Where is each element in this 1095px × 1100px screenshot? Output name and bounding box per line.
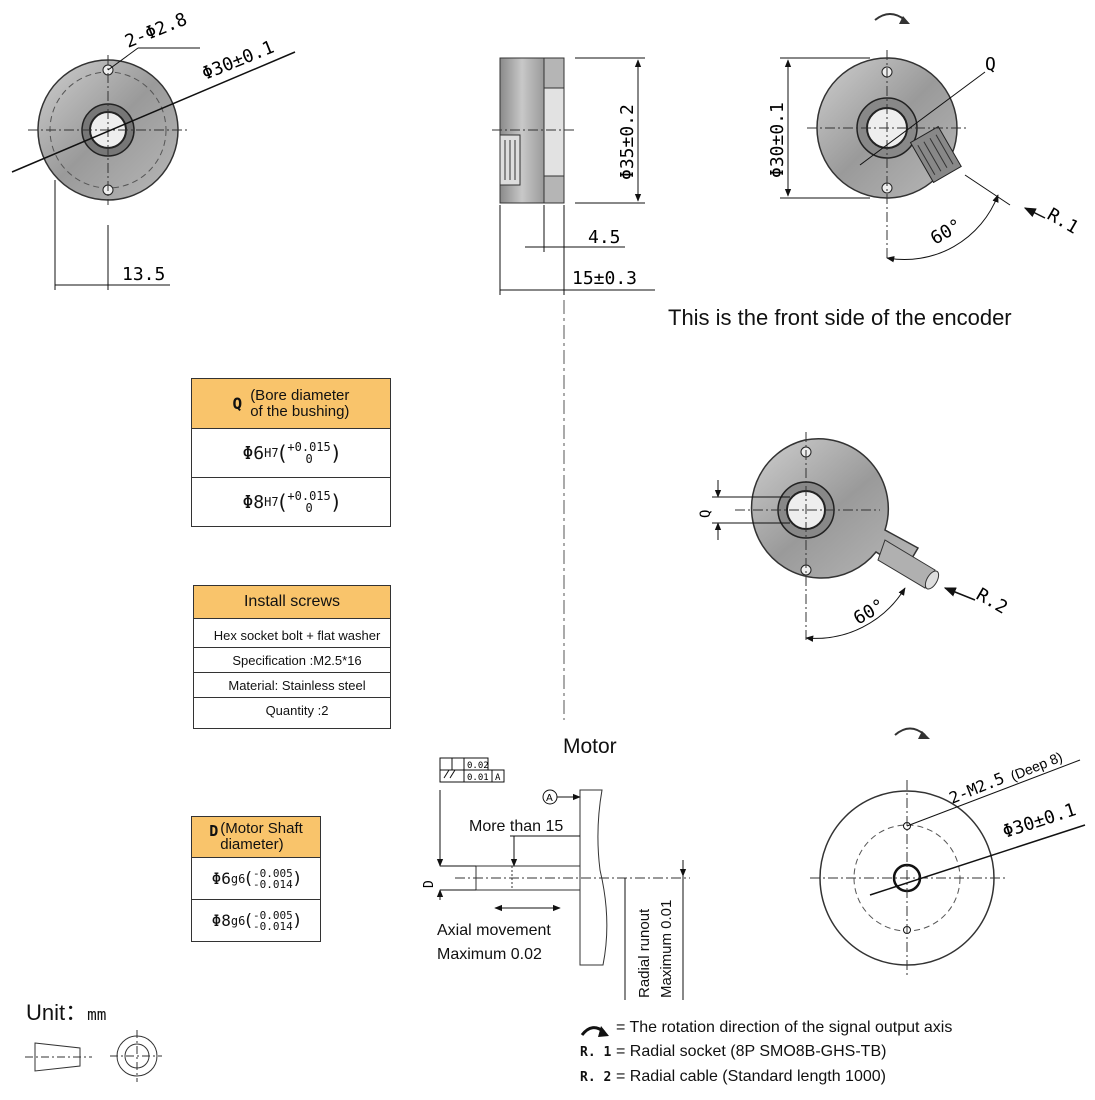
datum-circle-label: A (546, 793, 553, 804)
r2-view: Q 60° R.2 (698, 432, 1012, 642)
legend-rotation: = The rotation direction of the signal o… (616, 1019, 953, 1036)
screws-table-header: Install screws (194, 586, 390, 619)
tolerance-top: 0.02 (467, 761, 489, 771)
shaft-table-header: D (Motor Shaft diameter) (192, 817, 320, 858)
motor-diagram: D 0.02 0.01 A A (422, 757, 690, 1000)
side-diameter-dim: Φ35±0.2 (617, 104, 638, 180)
side-length-dim: 15±0.3 (572, 268, 637, 289)
bore-table-symbol: Q (232, 393, 243, 413)
tolerance-bottom: 0.01 (467, 773, 489, 783)
bore-table-header: Q (Bore diameter of the bushing) (192, 379, 390, 429)
r2-bore-label: Q (698, 510, 714, 518)
projection-symbol-icon (25, 1030, 162, 1082)
r1-angle: 60° (927, 215, 966, 249)
shaft-label: D (422, 880, 437, 888)
install-screws-table: Install screws Hex socket bolt + flat wa… (193, 585, 391, 729)
legend-r2: R. 2= Radial cable (Standard length 1000… (580, 1068, 886, 1085)
r1-view: Q Φ30±0.1 60° R.1 (767, 13, 1083, 263)
axial-movement-line1: Axial movement (437, 922, 551, 939)
radial-runout-line1: Radial runout (636, 908, 653, 998)
list-item: Material: Stainless steel (194, 673, 390, 698)
shaft-table-title-line2: diameter) (220, 836, 284, 853)
shaft-table-symbol: D (209, 822, 219, 840)
front-diameter-callout: Φ30±0.1 (199, 37, 277, 85)
r1-bore-label: Q (985, 54, 996, 75)
axial-movement-line2: Maximum 0.02 (437, 946, 542, 963)
side-view: Φ35±0.2 4.5 15±0.3 (492, 57, 655, 720)
r1-socket-label: R.1 (1044, 204, 1083, 238)
back-thread-callout: 2-M2.5 (946, 768, 1007, 807)
back-diameter-callout: Φ30±0.1 (1000, 799, 1079, 842)
list-item: Specification :M2.5*16 (194, 648, 390, 673)
radial-runout-line2: Maximum 0.01 (658, 899, 675, 998)
length-note: More than 15 (469, 818, 564, 835)
front-view: 13.5 2-Φ2.8 Φ30±0.1 (11, 9, 296, 290)
side-depth-dim: 4.5 (588, 227, 621, 248)
unit-value: mm (87, 1005, 107, 1024)
bore-table-title-line1: (Bore diameter (250, 386, 350, 404)
list-item: Hex socket bolt + flat washer (194, 623, 390, 648)
legend-r1: R. 1= Radial socket (8P SMO8B-GHS-TB) (580, 1043, 887, 1060)
front-hole-callout: 2-Φ2.8 (122, 9, 190, 53)
tolerance-datum: A (495, 773, 501, 783)
list-item: Quantity :2 (265, 702, 329, 718)
motor-title: Motor (563, 735, 617, 758)
front-offset-dim: 13.5 (122, 264, 165, 285)
bore-table-title-line2: of the bushing) (250, 402, 350, 420)
r1-diameter-dim: Φ30±0.1 (767, 102, 788, 178)
rotation-arrow-icon (874, 13, 906, 21)
r2-angle: 60° (850, 595, 889, 629)
r2-cable-label: R.2 (973, 584, 1012, 618)
unit-label: Unit：mm (26, 1000, 107, 1025)
back-view: 2-M2.5 (Deep 8) Φ30±0.1 (810, 727, 1086, 975)
rotation-arrow-icon (580, 1026, 609, 1037)
back-thread-note: (Deep 8) (1008, 749, 1064, 784)
shaft-table-title-line1: (Motor Shaft (220, 820, 303, 837)
front-caption: This is the front side of the encoder (668, 305, 1012, 330)
